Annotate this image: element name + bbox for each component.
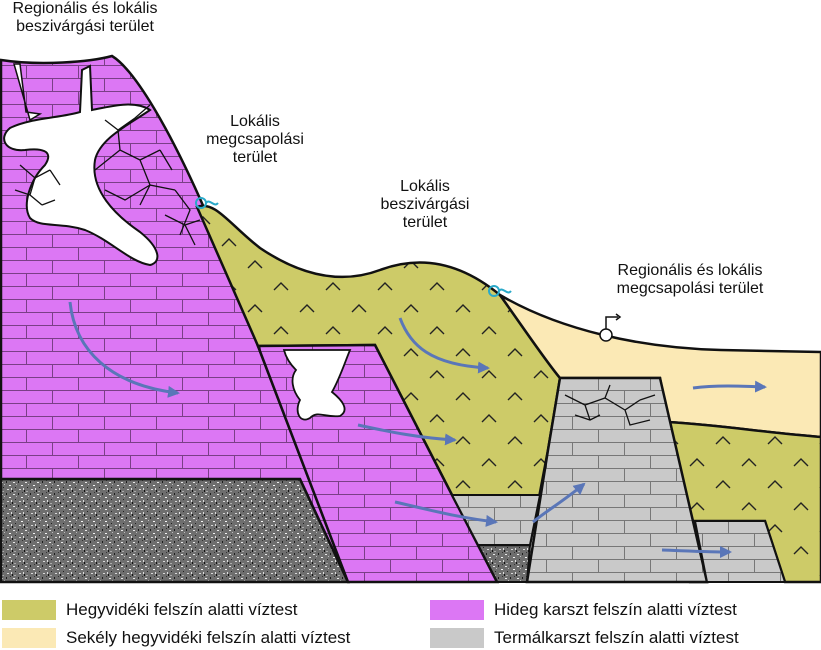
legend-swatch [430, 600, 484, 620]
flow-arrows [68, 301, 767, 558]
hydrogeology-cross-section [0, 54, 821, 584]
legend-item: Hegyvidéki felszín alatti víztest [2, 599, 297, 621]
legend-swatch [2, 628, 56, 648]
legend-label: Sekély hegyvidéki felszín alatti víztest [66, 628, 351, 647]
legend-label: Termálkarszt felszín alatti víztest [494, 628, 739, 647]
legend-item: Sekély hegyvidéki felszín alatti víztest [2, 627, 350, 649]
spring-icon [195, 197, 512, 297]
well-icon [599, 313, 622, 342]
label-regional-local-recharge: Regionális és lokális beszivárgási terül… [12, 0, 158, 35]
label-regional-local-discharge: Regionális és lokális megcsapolási terül… [616, 262, 764, 297]
legend-label: Hideg karszt felszín alatti víztest [494, 600, 737, 619]
legend-item: Hideg karszt felszín alatti víztest [430, 599, 737, 621]
legend-swatch [430, 628, 484, 648]
legend: Hegyvidéki felszín alatti víztest Sekély… [0, 594, 821, 650]
label-local-discharge: Lokális megcsapolási terület [206, 113, 304, 166]
basement-left [0, 477, 350, 584]
label-local-recharge: Lokális beszivárgási terület [380, 178, 470, 231]
karst-sinkhole [13, 63, 43, 122]
fracture-network [14, 104, 656, 426]
thermal-karst-right [525, 376, 709, 584]
legend-swatch [2, 600, 56, 620]
karst-cave-small [282, 349, 352, 421]
legend-label: Hegyvidéki felszín alatti víztest [66, 600, 298, 619]
legend-item: Termálkarszt felszín alatti víztest [430, 627, 739, 649]
karst-cave-large [3, 64, 159, 267]
thermal-karst-small [693, 520, 787, 583]
